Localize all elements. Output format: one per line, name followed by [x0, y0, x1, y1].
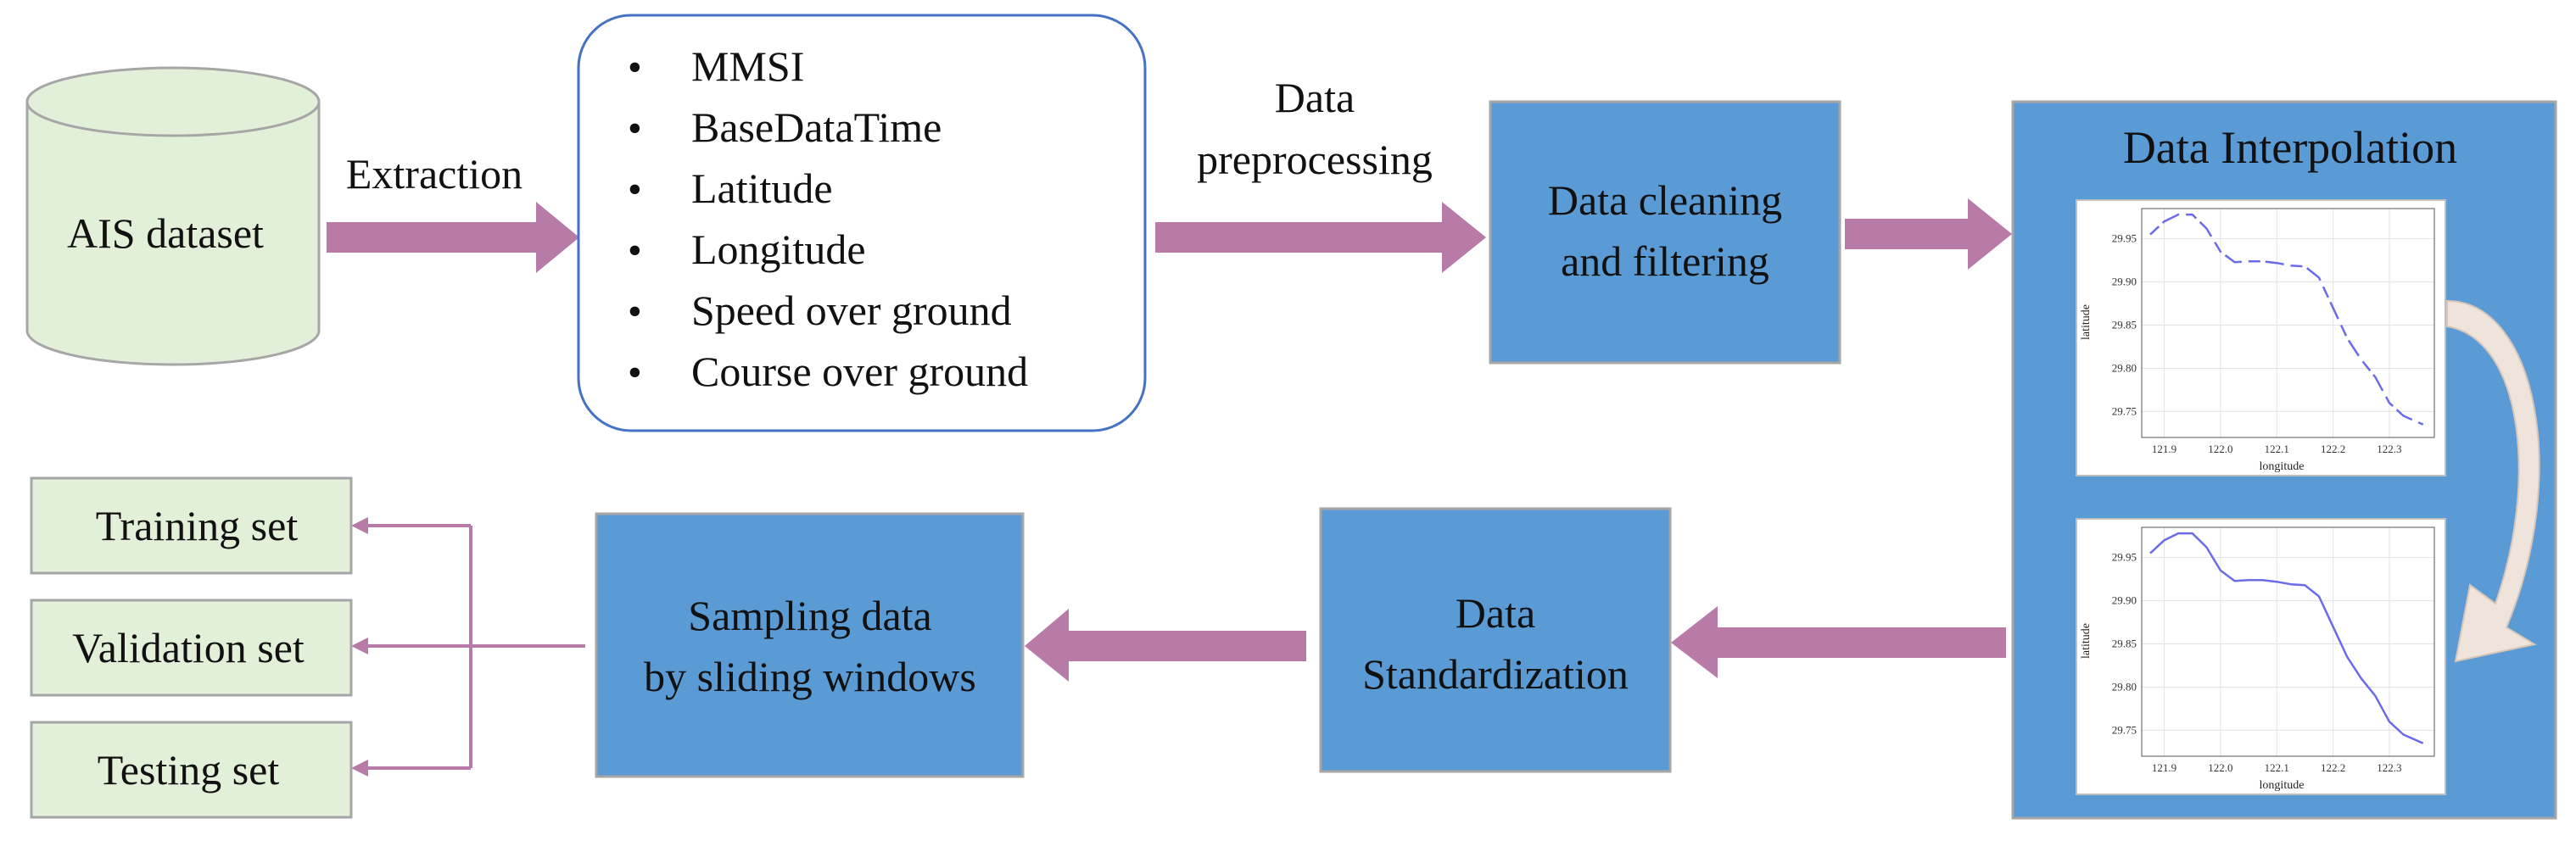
arrow-to-sampling — [1025, 609, 1306, 682]
split-connector — [363, 524, 585, 770]
preprocessing-label-line1: Data — [1275, 74, 1355, 121]
plot-xtick-label: 122.3 — [2377, 761, 2401, 774]
field-bullet: • — [628, 45, 642, 90]
plot-top-xlabel: longitude — [2260, 460, 2305, 473]
training-set-box — [30, 476, 353, 575]
cleaning-label-line2: and filtering — [1561, 237, 1769, 285]
plot-ytick-label: 29.95 — [2112, 551, 2137, 564]
fields-box — [577, 14, 1147, 432]
plot-ytick-label: 29.85 — [2112, 638, 2137, 650]
cleaning-box — [1489, 100, 1841, 365]
plot-top-area: 29.95 29.90 29.85 29.80 29.75 121.9 122.0 122.1… — [2112, 208, 2435, 455]
preprocessing-label-line2: preprocessing — [1197, 136, 1433, 183]
field-bullet: • — [628, 289, 642, 334]
field-bullet: • — [628, 350, 642, 395]
plot-xtick-label: 122.2 — [2321, 761, 2345, 774]
standardization-label-line2: Standardization — [1362, 650, 1629, 698]
sampling-label-line1: Sampling data — [688, 592, 931, 639]
plot-xtick-label: 122.2 — [2321, 443, 2345, 455]
field-item: Speed over ground — [691, 287, 1012, 334]
plot-ytick-label: 29.95 — [2112, 232, 2137, 245]
plot-xtick-label: 122.3 — [2377, 443, 2401, 455]
curved-arrow — [2446, 299, 2540, 663]
plot-ytick-label: 29.90 — [2112, 276, 2137, 288]
plot-after-interpolation: 29.95 29.90 29.85 29.80 29.75 121.9 122.0 122.1… — [2076, 518, 2446, 795]
fields-list: • MMSI • BaseDataTime • Latitude • Longi… — [628, 42, 1028, 395]
training-set-label: Training set — [96, 502, 299, 549]
plot-bottom-area: 29.95 29.90 29.85 29.80 29.75 121.9 122.0 122.1… — [2112, 526, 2435, 774]
validation-set-box — [30, 599, 353, 697]
split-arrowheads — [351, 517, 368, 777]
plot-xtick-label: 122.0 — [2208, 443, 2232, 455]
field-item: Latitude — [691, 164, 833, 212]
standardization-box — [1319, 507, 1672, 773]
plot-ytick-label: 29.80 — [2112, 361, 2137, 374]
ais-dataset-cylinder: AIS dataset — [25, 66, 321, 366]
field-item: BaseDataTime — [691, 103, 942, 151]
interpolation-title: Data Interpolation — [2123, 122, 2457, 173]
cleaning-label-line1: Data cleaning — [1548, 176, 1782, 224]
plot-ytick-label: 29.90 — [2112, 594, 2137, 607]
plot-ytick-label: 29.75 — [2112, 404, 2137, 417]
plot-before-interpolation: 29.95 29.90 29.85 29.80 29.75 121.9 122.0 122.1… — [2076, 199, 2446, 476]
field-bullet: • — [628, 106, 642, 151]
arrow-preprocessing — [1155, 202, 1486, 273]
field-item: Longitude — [691, 226, 866, 273]
field-bullet: • — [628, 228, 642, 273]
field-item: Course over ground — [691, 348, 1028, 395]
plot-ytick-label: 29.75 — [2112, 723, 2137, 736]
trajectory-line-dashed — [2149, 213, 2424, 426]
field-bullet: • — [628, 167, 642, 212]
extraction-label: Extraction — [346, 150, 522, 198]
plot-bottom-xlabel: longitude — [2260, 779, 2305, 792]
standardization-label-line1: Data — [1456, 589, 1535, 637]
sampling-label-line2: by sliding windows — [644, 653, 976, 700]
testing-set-label: Testing set — [98, 746, 280, 794]
plot-xtick-label: 122.1 — [2265, 443, 2289, 455]
plot-ytick-label: 29.85 — [2112, 319, 2137, 331]
plot-top-ylabel: latitude — [2080, 304, 2093, 340]
plot-xtick-label: 122.1 — [2265, 761, 2289, 774]
sampling-box — [595, 512, 1025, 778]
trajectory-line-solid — [2149, 532, 2424, 744]
plot-ytick-label: 29.80 — [2112, 680, 2137, 693]
plot-xtick-label: 122.0 — [2208, 761, 2232, 774]
testing-set-box — [30, 721, 353, 819]
arrow-to-interpolation — [1845, 198, 2012, 270]
plot-axes-frame — [2141, 208, 2435, 438]
arrow-to-standardization — [1671, 606, 2006, 678]
plot-axes-frame — [2141, 526, 2435, 757]
plot-xtick-label: 121.9 — [2152, 761, 2176, 774]
plot-xtick-label: 121.9 — [2152, 443, 2176, 455]
ais-dataset-label: AIS dataset — [67, 209, 264, 257]
field-item: MMSI — [691, 42, 804, 90]
plot-bottom-ylabel: latitude — [2080, 623, 2093, 659]
validation-set-label: Validation set — [72, 624, 305, 671]
arrow-extraction — [327, 202, 579, 273]
